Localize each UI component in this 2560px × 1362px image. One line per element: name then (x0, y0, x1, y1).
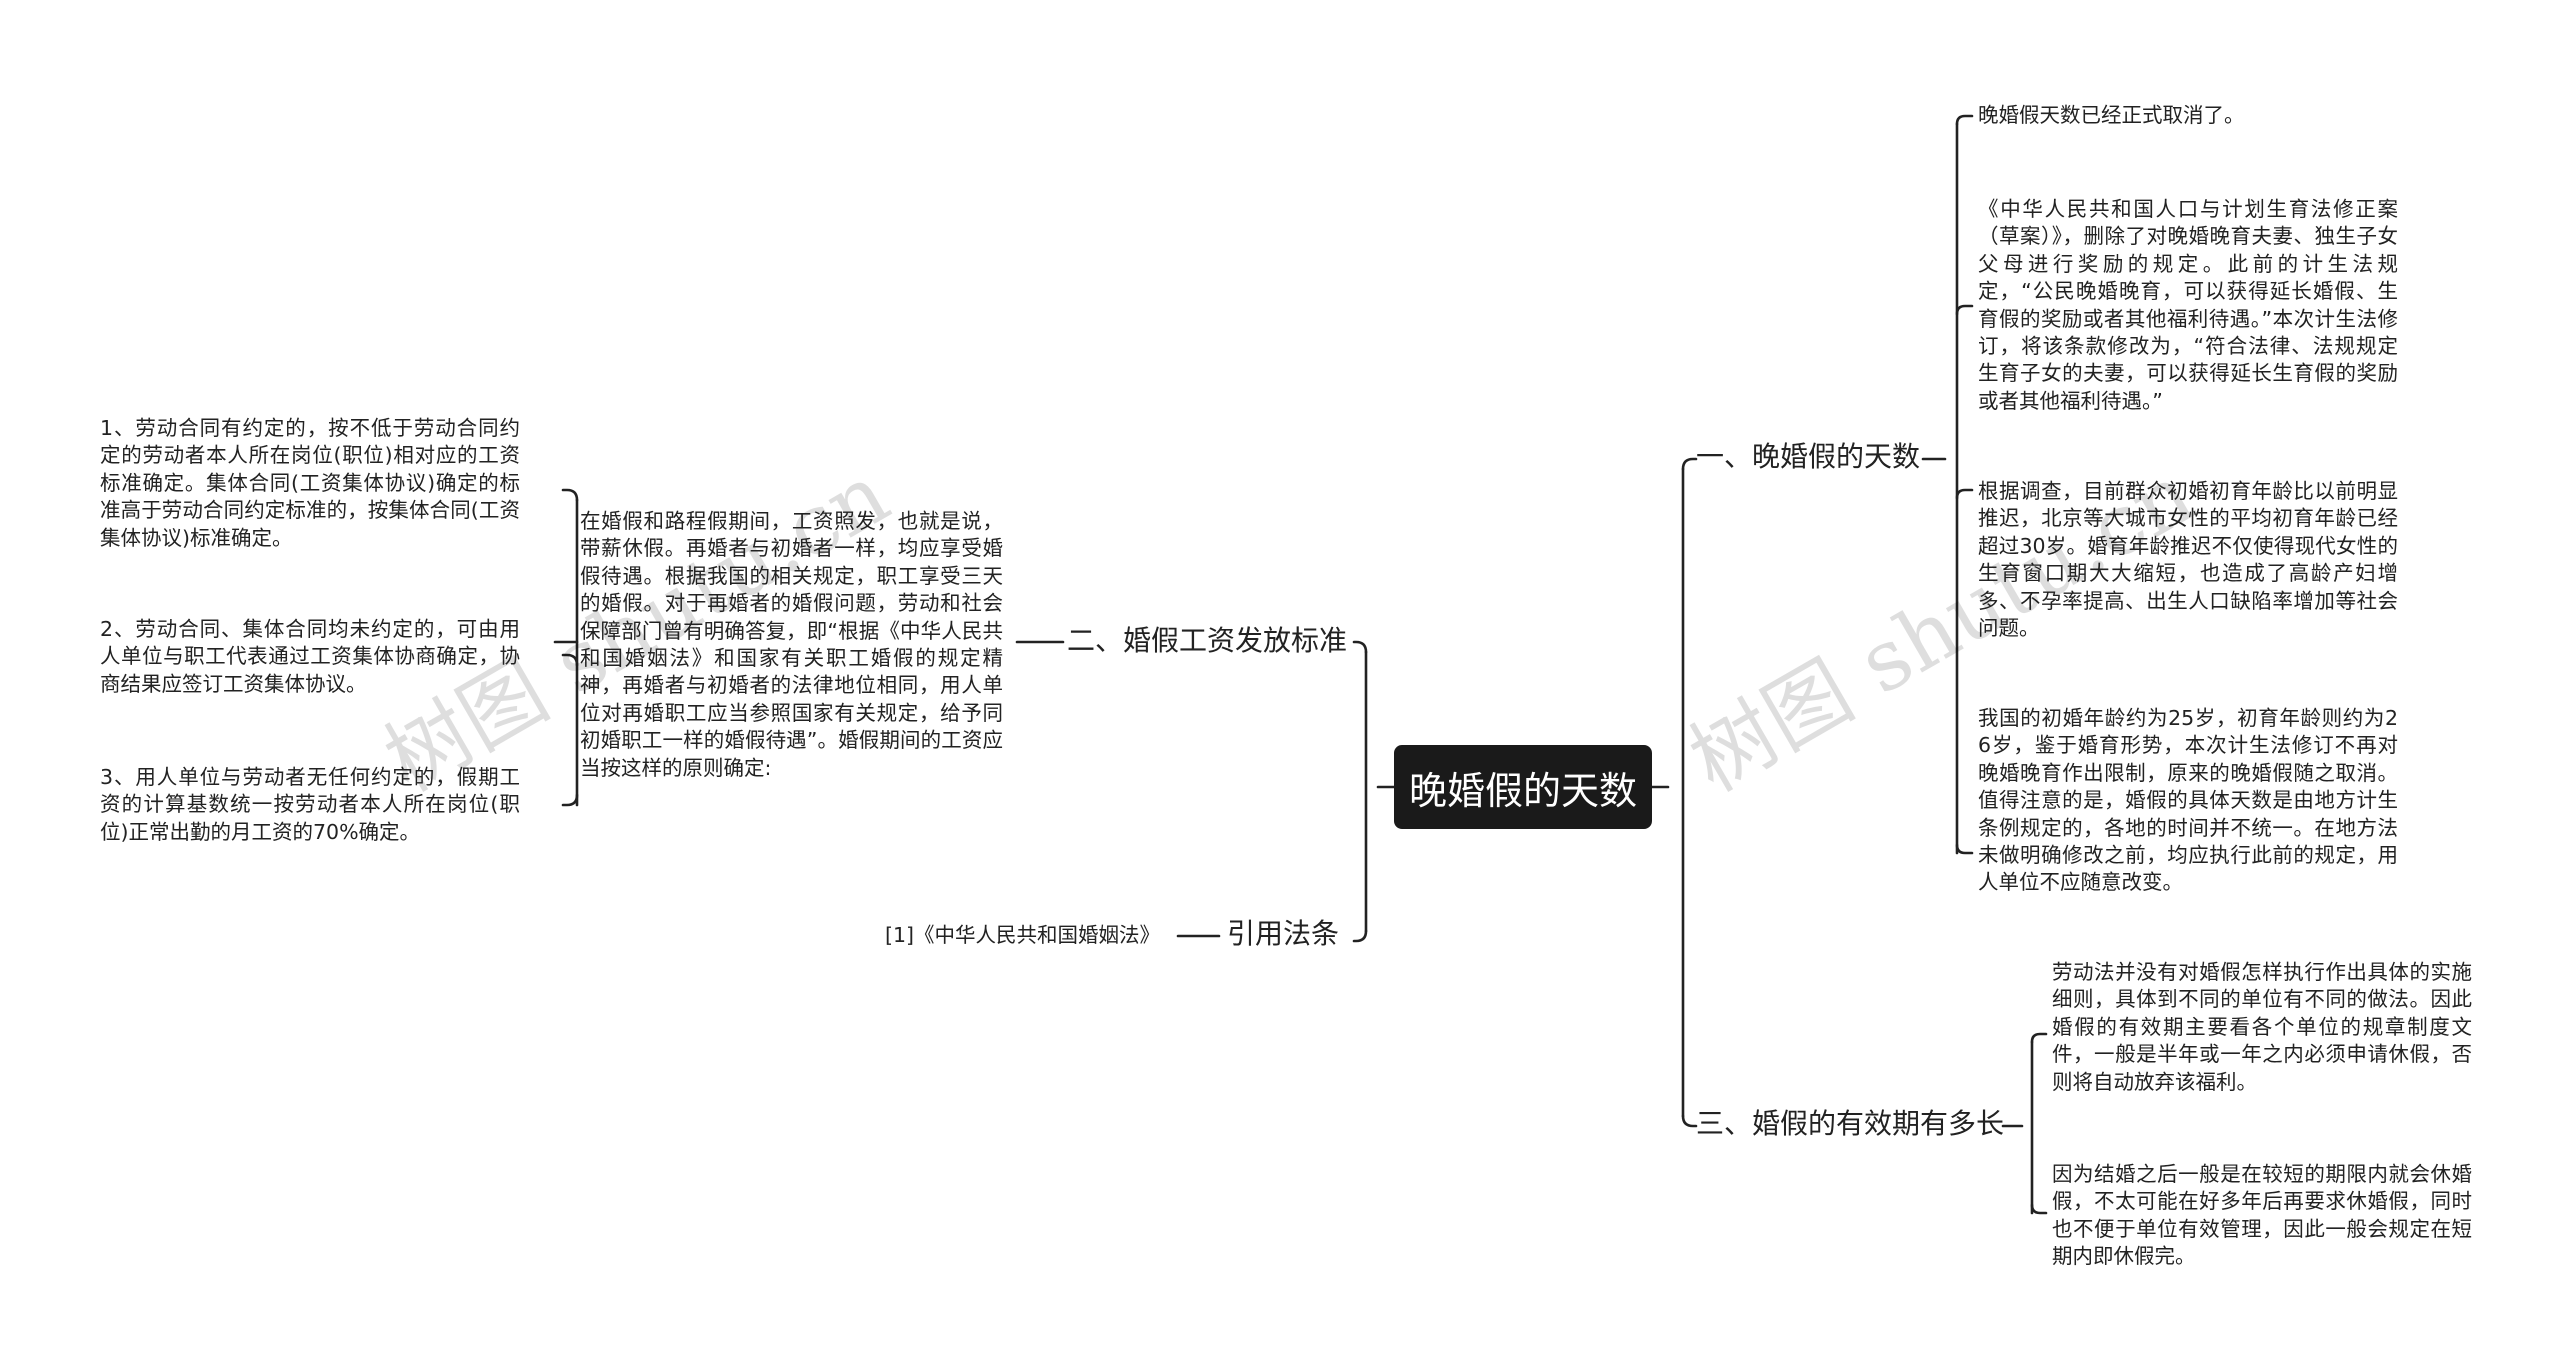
leaf-text: 晚婚假天数已经正式取消了。 (1978, 103, 2245, 127)
branch-label: 三、婚假的有效期有多长 (1696, 1107, 2005, 1140)
leaf-text: 根据调查，目前群众初婚初育年龄比以前明显推迟，北京等大城市女性的平均初育年龄已经… (1978, 479, 2398, 641)
leaf-node[interactable]: 2、劳动合同、集体合同均未约定的，可由用人单位与职工代表通过工资集体协商确定，协… (100, 616, 520, 698)
branch-node-cited-law[interactable]: 引用法条 (1227, 917, 1339, 951)
leaf-text: 2、劳动合同、集体合同均未约定的，可由用人单位与职工代表通过工资集体协商确定，协… (100, 617, 520, 696)
leaf-node-wage-principle[interactable]: 在婚假和路程假期间，工资照发，也就是说，带薪休假。再婚者与初婚者一样，均应享受婚… (580, 508, 1003, 782)
leaf-text: 劳动法并没有对婚假怎样执行作出具体的实施细则，具体到不同的单位有不同的做法。因此… (2052, 960, 2472, 1094)
leaf-node[interactable]: 根据调查，目前群众初婚初育年龄比以前明显推迟，北京等大城市女性的平均初育年龄已经… (1978, 478, 2398, 642)
leaf-text: 1、劳动合同有约定的，按不低于劳动合同约定的劳动者本人所在岗位(职位)相对应的工… (100, 416, 520, 550)
leaf-text: 《中华人民共和国人口与计划生育法修正案（草案）》，删除了对晚婚晚育夫妻、独生子女… (1978, 197, 2398, 413)
leaf-node[interactable]: 1、劳动合同有约定的，按不低于劳动合同约定的劳动者本人所在岗位(职位)相对应的工… (100, 415, 520, 552)
branch-label: 一、晚婚假的天数 (1696, 440, 1921, 473)
leaf-text: 我国的初婚年龄约为25岁，初育年龄则约为26岁，鉴于婚育形势，本次计生法修订不再… (1978, 706, 2398, 895)
leaf-node[interactable]: 劳动法并没有对婚假怎样执行作出具体的实施细则，具体到不同的单位有不同的做法。因此… (2052, 959, 2472, 1096)
leaf-node[interactable]: 晚婚假天数已经正式取消了。 (1978, 102, 2398, 129)
leaf-node[interactable]: 3、用人单位与劳动者无任何约定的，假期工资的计算基数统一按劳动者本人所在岗位(职… (100, 764, 520, 846)
leaf-text: 因为结婚之后一般是在较短的期限内就会休婚假，不太可能在好多年后再要求休婚假，同时… (2052, 1162, 2472, 1269)
leaf-text: 在婚假和路程假期间，工资照发，也就是说，带薪休假。再婚者与初婚者一样，均应享受婚… (580, 509, 1003, 780)
leaf-node[interactable]: [1]《中华人民共和国婚姻法》 (885, 922, 1175, 949)
branch-node-wage-standard[interactable]: 二、婚假工资发放标准 (1067, 624, 1347, 658)
leaf-node[interactable]: 因为结婚之后一般是在较短的期限内就会休婚假，不太可能在好多年后再要求休婚假，同时… (2052, 1161, 2472, 1271)
branch-label: 引用法条 (1227, 917, 1340, 950)
root-node[interactable]: 晚婚假的天数 (1394, 745, 1652, 829)
leaf-text: [1]《中华人民共和国婚姻法》 (885, 923, 1161, 947)
branch-node-validity-period[interactable]: 三、婚假的有效期有多长 (1696, 1107, 2004, 1141)
root-label: 晚婚假的天数 (1408, 768, 1637, 813)
leaf-text: 3、用人单位与劳动者无任何约定的，假期工资的计算基数统一按劳动者本人所在岗位(职… (100, 765, 520, 844)
branch-label: 二、婚假工资发放标准 (1067, 624, 1348, 657)
leaf-node[interactable]: 《中华人民共和国人口与计划生育法修正案（草案）》，删除了对晚婚晚育夫妻、独生子女… (1978, 196, 2398, 415)
leaf-node[interactable]: 我国的初婚年龄约为25岁，初育年龄则约为26岁，鉴于婚育形势，本次计生法修订不再… (1978, 705, 2398, 897)
branch-node-late-marriage-days[interactable]: 一、晚婚假的天数 (1696, 440, 1920, 474)
